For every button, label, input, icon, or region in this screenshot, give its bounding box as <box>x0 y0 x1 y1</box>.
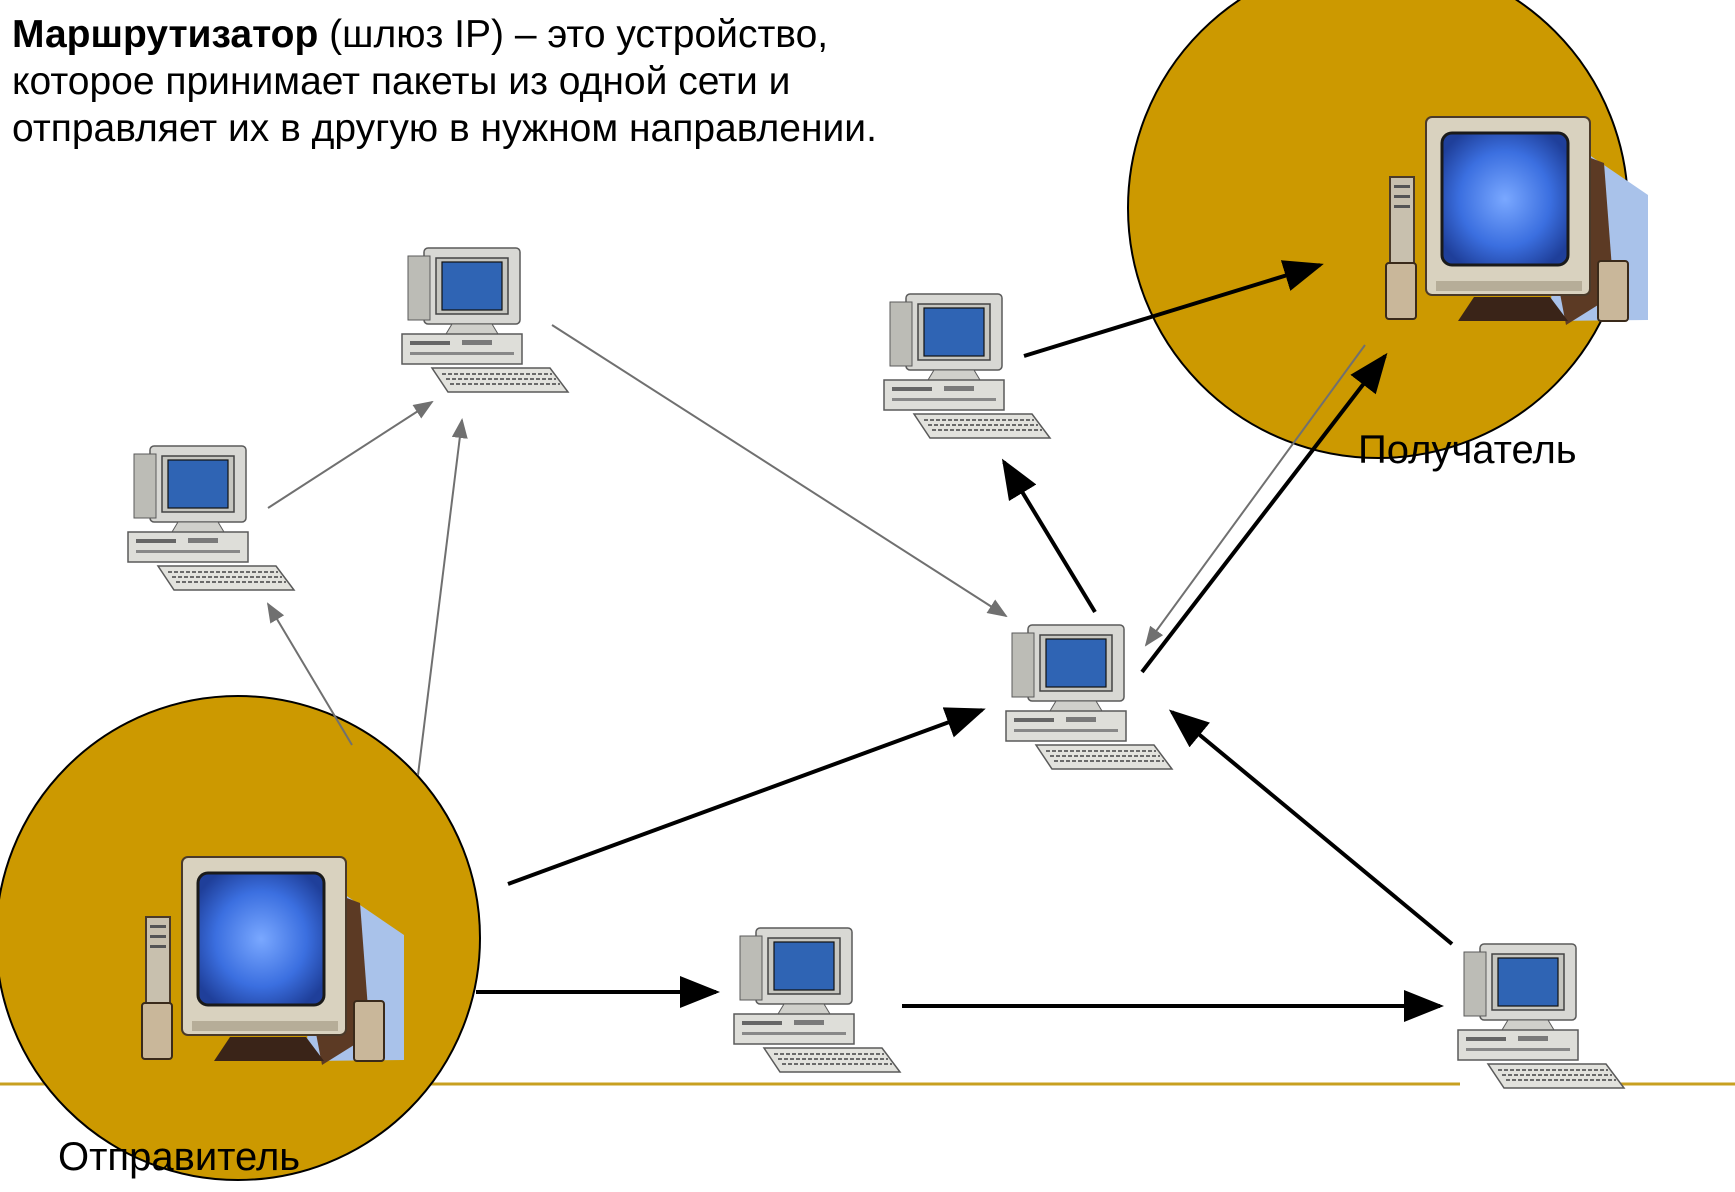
link-center-to-upper-mid <box>1001 458 1097 614</box>
router-left-icon <box>127 445 295 591</box>
definition-term: Маршрутизатор <box>12 13 319 56</box>
router-upper-mid-icon <box>883 293 1051 439</box>
router-center-icon <box>1005 624 1173 770</box>
link-top-to-center <box>551 324 1008 618</box>
link-left-to-top <box>267 400 434 509</box>
link-center-to-receiver <box>1140 352 1388 674</box>
link-sender-to-center <box>507 707 986 886</box>
link-receiver-to-center <box>1144 344 1366 647</box>
link-sender-to-top <box>417 418 468 776</box>
link-bottom-right-to-center <box>1168 709 1454 946</box>
link-sender-to-left <box>266 602 353 746</box>
receiver-label: Получатель <box>1358 428 1577 472</box>
router-top-icon <box>401 247 569 393</box>
router-definition: Маршрутизатор (шлюз IP) – это устройство… <box>12 12 892 152</box>
sender-label: Отправитель <box>58 1135 301 1179</box>
definition-text: (шлюз IP) – это устройство, которое прин… <box>12 13 877 150</box>
link-upper-mid-to-receiver <box>1023 260 1324 358</box>
router-bottom-right-icon <box>1457 943 1625 1089</box>
router-bottom-icon <box>733 927 901 1073</box>
